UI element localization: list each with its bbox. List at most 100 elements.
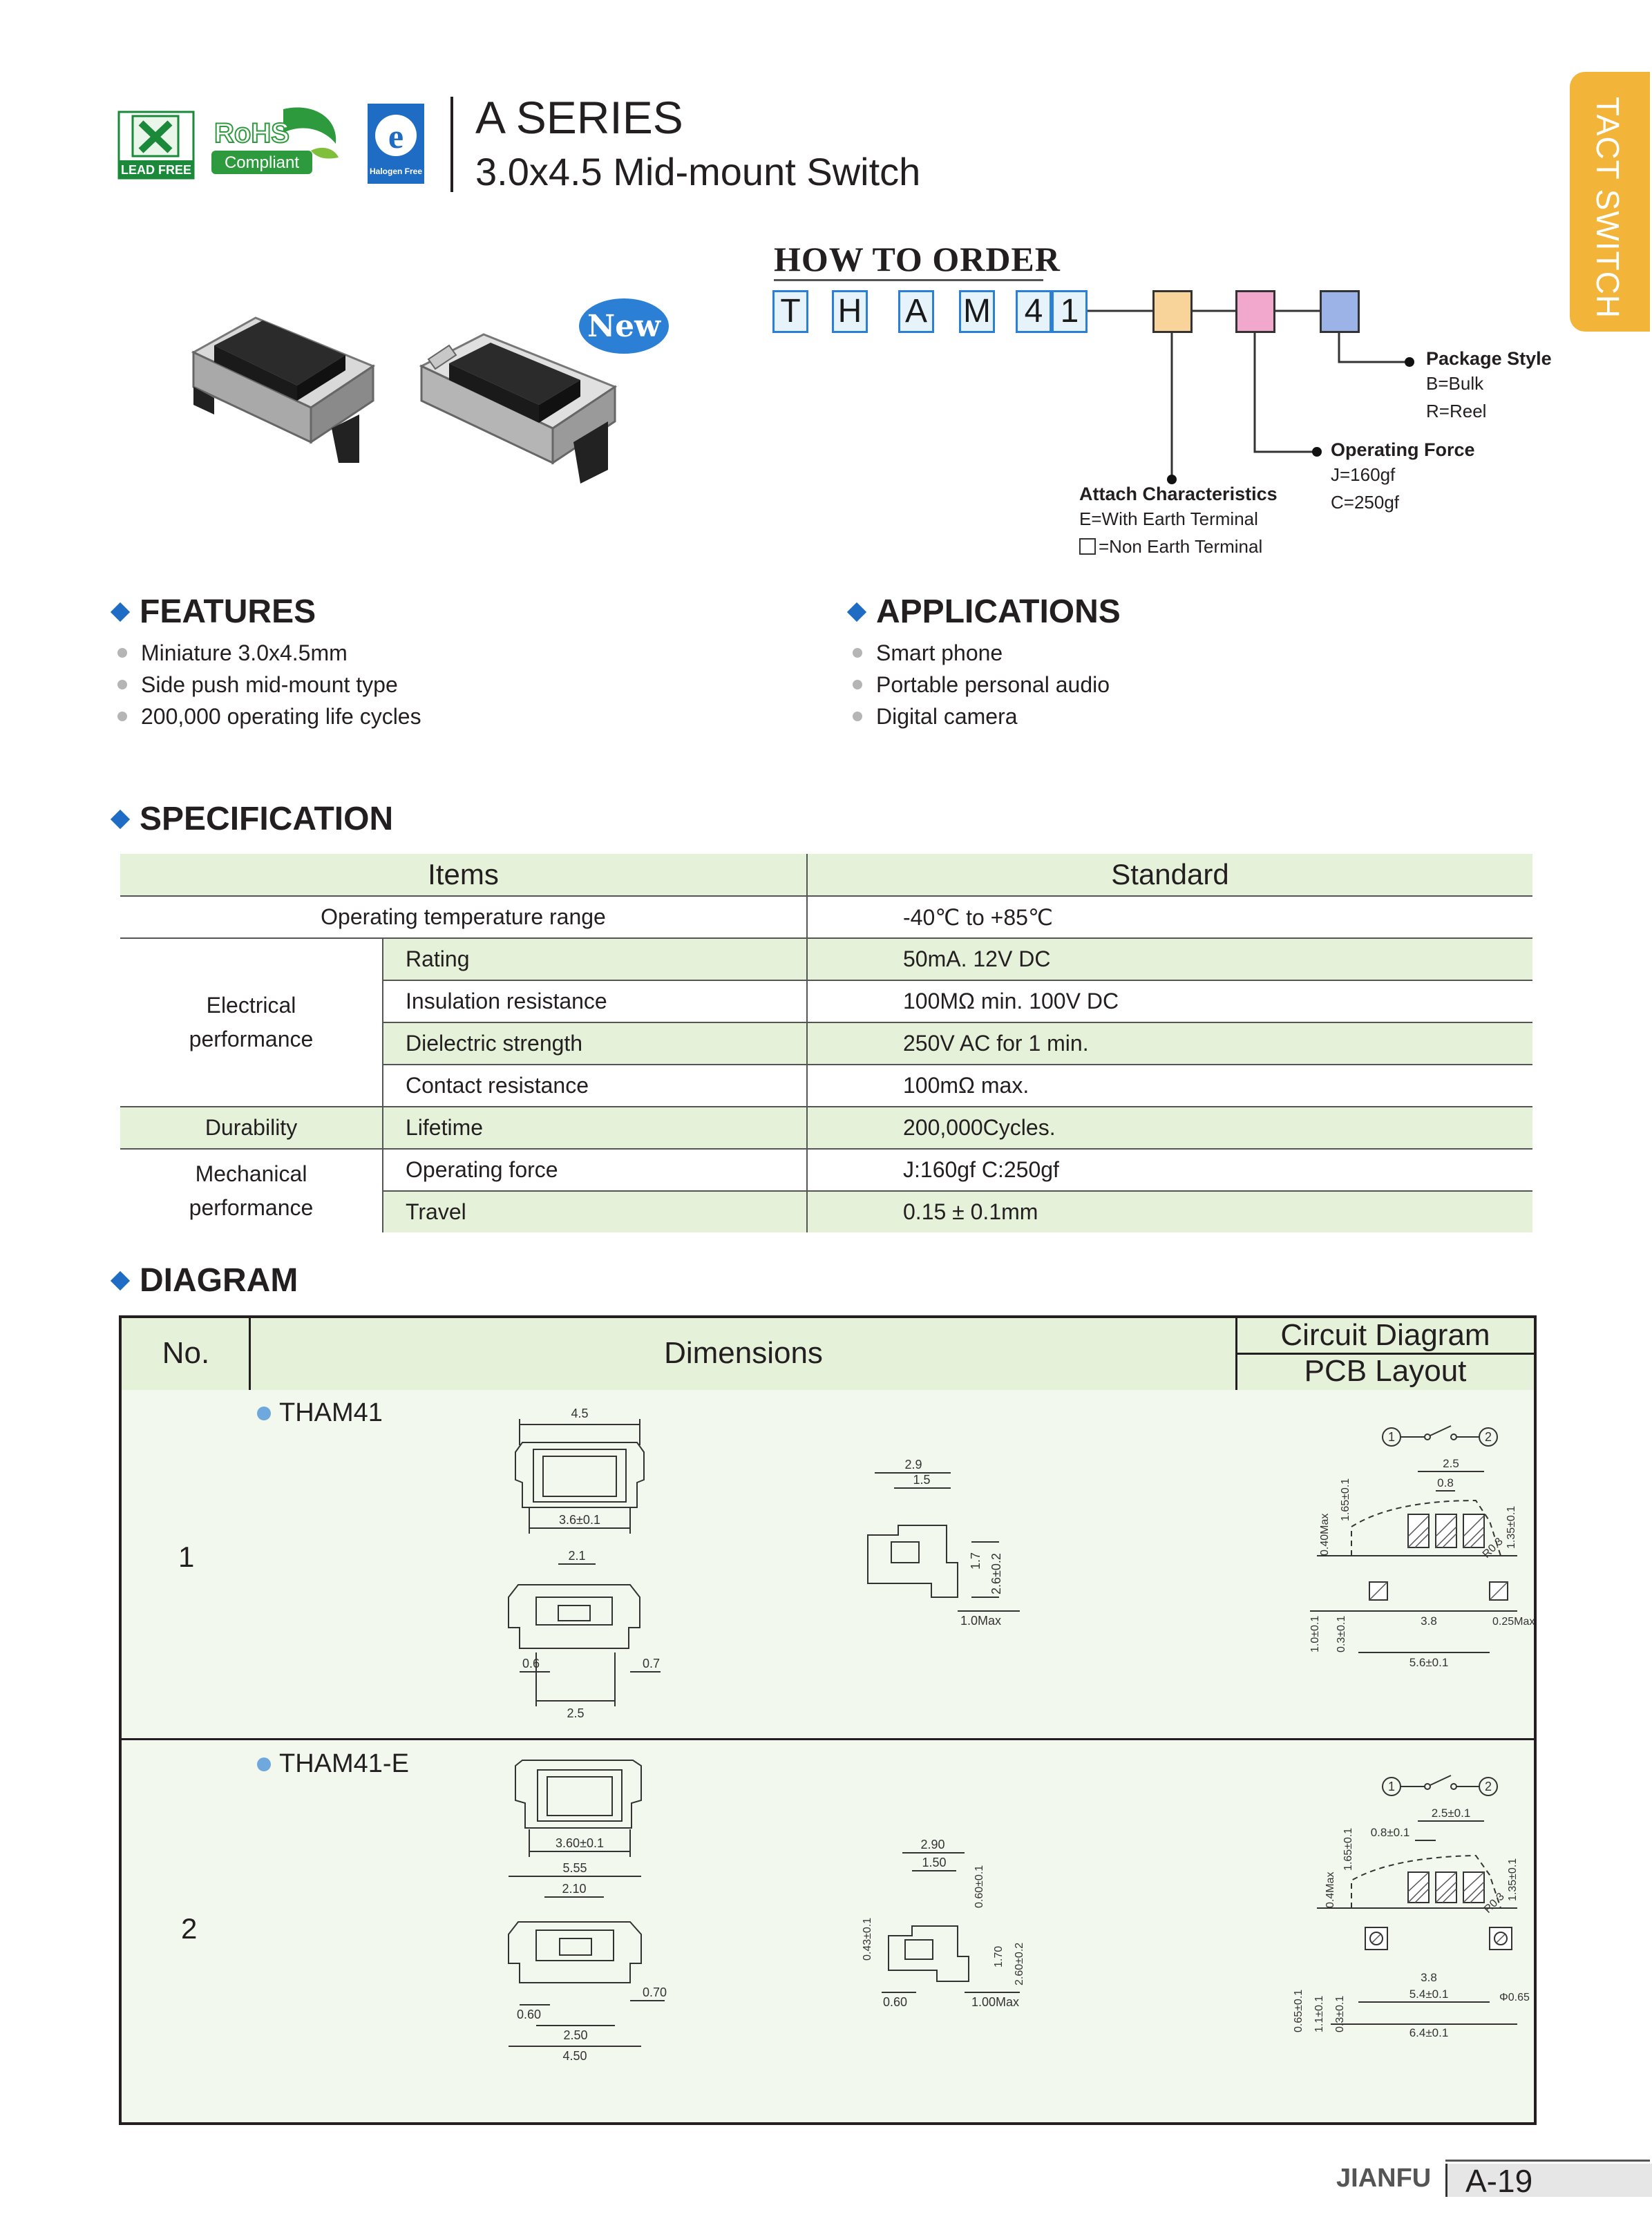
dim-label: 2.9 [904,1458,922,1471]
dim-label: 1.5 [913,1473,930,1487]
application-text: Portable personal audio [876,672,1110,697]
circuit-node-label: 2 [1485,1780,1492,1793]
feature-text: 200,000 operating life cycles [141,704,421,729]
spec-value: 0.15 ± 0.1mm [807,1191,1532,1232]
dim-label: 2.50 [563,2028,587,2042]
column-header-no: No. [162,1336,210,1370]
spec-group-electrical: Electrical performance [120,938,383,1107]
pcb-layout-1: 1 2 2.5 0.8 0.40Max 1.65±0.1 1.35±0.1 R0… [1309,1425,1535,1669]
header-divider [450,97,453,192]
spec-item: Insulation resistance [383,980,808,1023]
column-header-circuit: Circuit Diagram [1280,1318,1490,1352]
spec-value: 100MΩ min. 100V DC [807,980,1532,1023]
spec-item: Dielectric strength [383,1022,808,1065]
feature-text: Side push mid-mount type [141,672,398,697]
row-number: 2 [181,1912,198,1945]
specification-table: Items Standard Operating temperature ran… [120,854,1532,1232]
applications-title: APPLICATIONS [876,593,1121,630]
attach-option: =Non Earth Terminal [1099,536,1263,557]
dim-label: 1.65±0.1 [1340,1478,1351,1521]
dim-label: 0.4Max [1325,1872,1336,1908]
package-style-legend: Package Style B=Bulk R=Reel [1426,348,1552,425]
dim-label: 5.6±0.1 [1409,1656,1449,1669]
dim-label: 0.8±0.1 [1371,1826,1410,1839]
table-row: Electrical performance Rating 50mA. 12V … [120,938,1532,1107]
diagram-table: No. Dimensions Circuit Diagram PCB Layou… [119,1315,1537,2125]
diamond-bullet-icon [110,809,131,829]
spec-item: Rating [383,938,808,981]
rohs-logo: RoHS Compliant [211,107,339,174]
bullet-icon [117,680,127,689]
package-style-option: R=Reel [1426,401,1487,421]
dim-label: 0.60 [883,1995,907,2009]
dim-label: 2.5±0.1 [1432,1807,1471,1820]
list-item: Side push mid-mount type [117,669,421,701]
column-header-dimensions: Dimensions [664,1336,823,1370]
diagram-body: 1 THAM41 4.5 3.6±0.1 2.1 0.6 [122,1390,1535,2122]
dim-label: 2.10 [562,1882,586,1896]
order-code-char: T [772,290,808,333]
dimension-side-view-2: 0.43±0.1 2.90 1.50 0.60±0.1 1.70 2.60±0.… [862,1838,1025,2009]
row-divider [122,1738,1534,1740]
spec-value: J:160gf C:250gf [807,1149,1532,1192]
specification-title: SPECIFICATION [140,801,394,837]
how-to-order-title: HOW TO ORDER [774,240,1061,278]
operating-force-option: J=160gf [1331,464,1396,485]
dim-label: 1.0Max [960,1614,1001,1628]
dim-label: 2.1 [568,1549,585,1563]
spec-value: 250V AC for 1 min. [807,1022,1532,1065]
applications-list: Smart phone Portable personal audio Digi… [853,637,1110,732]
spec-group: Operating temperature range [120,896,808,939]
dim-label: 0.3±0.1 [1334,1996,1346,2032]
dim-label: 1.7 [969,1552,982,1570]
diamond-bullet-icon [110,602,131,622]
table-row: Travel 0.15 ± 0.1mm [120,1191,1532,1232]
product-image-2 [419,333,618,484]
dimension-top-view-2: 3.60±0.1 [515,1760,642,1857]
dim-label: 4.5 [571,1407,588,1420]
side-tab [1570,72,1650,332]
order-connector-lines [1088,309,1414,484]
how-to-order-underline [774,279,1043,281]
circuit-node-label: 1 [1388,1780,1395,1793]
attach-legend: Attach Characteristics E=With Earth Term… [1079,484,1278,560]
table-row: Mechanical performance Operating force J… [120,1149,1532,1232]
dim-label: 0.70 [643,1985,667,1999]
operating-force-legend: Operating Force J=160gf C=250gf [1331,439,1475,516]
applications-heading: APPLICATIONS [846,593,1121,631]
dimension-front-view-1: 2.1 0.6 0.7 2.5 [508,1549,661,1720]
dim-label: 2.5 [567,1706,584,1720]
spec-item: Travel [383,1191,808,1232]
diagram-title: DIAGRAM [140,1262,298,1299]
footer-rule [1445,2160,1650,2162]
dim-label: 0.7 [643,1657,660,1670]
dim-label: 3.60±0.1 [556,1836,604,1850]
dim-label: 3.6±0.1 [559,1513,600,1527]
product-image-1 [191,316,376,463]
dim-label: 6.4±0.1 [1409,2026,1449,2039]
empty-box-icon [1079,538,1096,555]
lead-free-logo: LEAD FREE [117,111,195,180]
spec-item: Operating force [383,1149,808,1192]
application-text: Smart phone [876,640,1003,665]
table-row: Durability Lifetime 200,000Cycles. [120,1107,1532,1150]
halogen-free-logo: e Halogen Free [368,104,424,184]
footer-brand: JIANFU [1336,2164,1432,2193]
order-code-char: 4 [1016,290,1052,333]
attach-label: Attach Characteristics [1079,484,1278,504]
bullet-icon [117,648,127,658]
circuit-node-label: 1 [1388,1430,1395,1444]
spec-value: 50mA. 12V DC [807,938,1532,981]
dim-label: 0.3±0.1 [1336,1616,1347,1652]
attach-option: E=With Earth Terminal [1079,508,1258,529]
dim-label: R0.3 [1482,1891,1507,1916]
dim-label: Φ0.65 [1499,1992,1530,2003]
dim-label: 1.70 [993,1946,1005,1968]
operating-force-option: C=250gf [1331,492,1400,513]
dim-label: 1.00Max [971,1995,1019,2009]
table-row: Operating temperature range -40℃ to +85℃ [120,896,1532,939]
spec-group-line: performance [189,1027,314,1051]
dim-label: 3.8 [1421,1971,1437,1984]
order-code-char: H [832,290,868,333]
bullet-icon [257,1757,271,1771]
